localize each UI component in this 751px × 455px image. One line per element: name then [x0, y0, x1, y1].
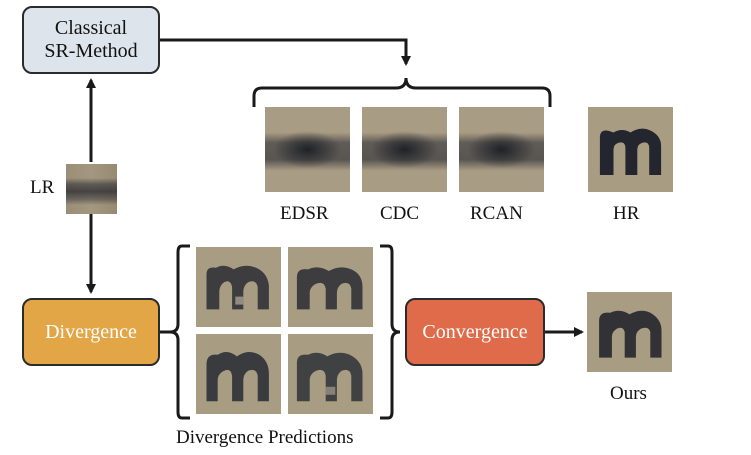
edsr-label: EDSR: [280, 203, 329, 224]
cdc-image: [362, 107, 447, 192]
prediction-image-2: [288, 247, 373, 327]
hr-label: HR: [613, 203, 640, 224]
m-glyph-icon: [599, 128, 662, 175]
m-glyph-icon: [206, 265, 269, 310]
predictions-left-brace: [169, 244, 190, 420]
m-glyph-icon: [599, 310, 662, 358]
divergence-label: Divergence: [45, 320, 137, 343]
classical-sr-method-node: Classical SR-Method: [22, 6, 160, 74]
convergence-label: Convergence: [422, 320, 528, 343]
m-glyph-icon: [296, 352, 363, 402]
rcan-label: RCAN: [470, 203, 523, 224]
cdc-label: CDC: [380, 203, 420, 224]
edsr-image: [265, 107, 350, 192]
rcan-image: [459, 107, 544, 192]
lr-image: [66, 164, 117, 214]
classical-line1: Classical: [54, 17, 128, 39]
predictions-right-brace: [380, 244, 401, 420]
divergence-node: Divergence: [22, 298, 160, 366]
prediction-image-3: [196, 334, 281, 414]
lr-label: LR: [30, 177, 55, 198]
divergence-predictions-label: Divergence Predictions: [176, 427, 354, 448]
results-brace: [252, 77, 552, 107]
hr-image: [588, 107, 673, 192]
m-glyph-icon: [206, 351, 269, 402]
m-glyph-icon: [296, 267, 363, 310]
classical-line2: SR-Method: [44, 40, 138, 62]
convergence-node: Convergence: [405, 298, 545, 366]
prediction-image-1: [196, 247, 281, 327]
ours-image: [587, 292, 672, 372]
ours-label: Ours: [610, 383, 647, 404]
prediction-image-4: [288, 334, 373, 414]
arrow-classical-to-results: [160, 38, 411, 66]
